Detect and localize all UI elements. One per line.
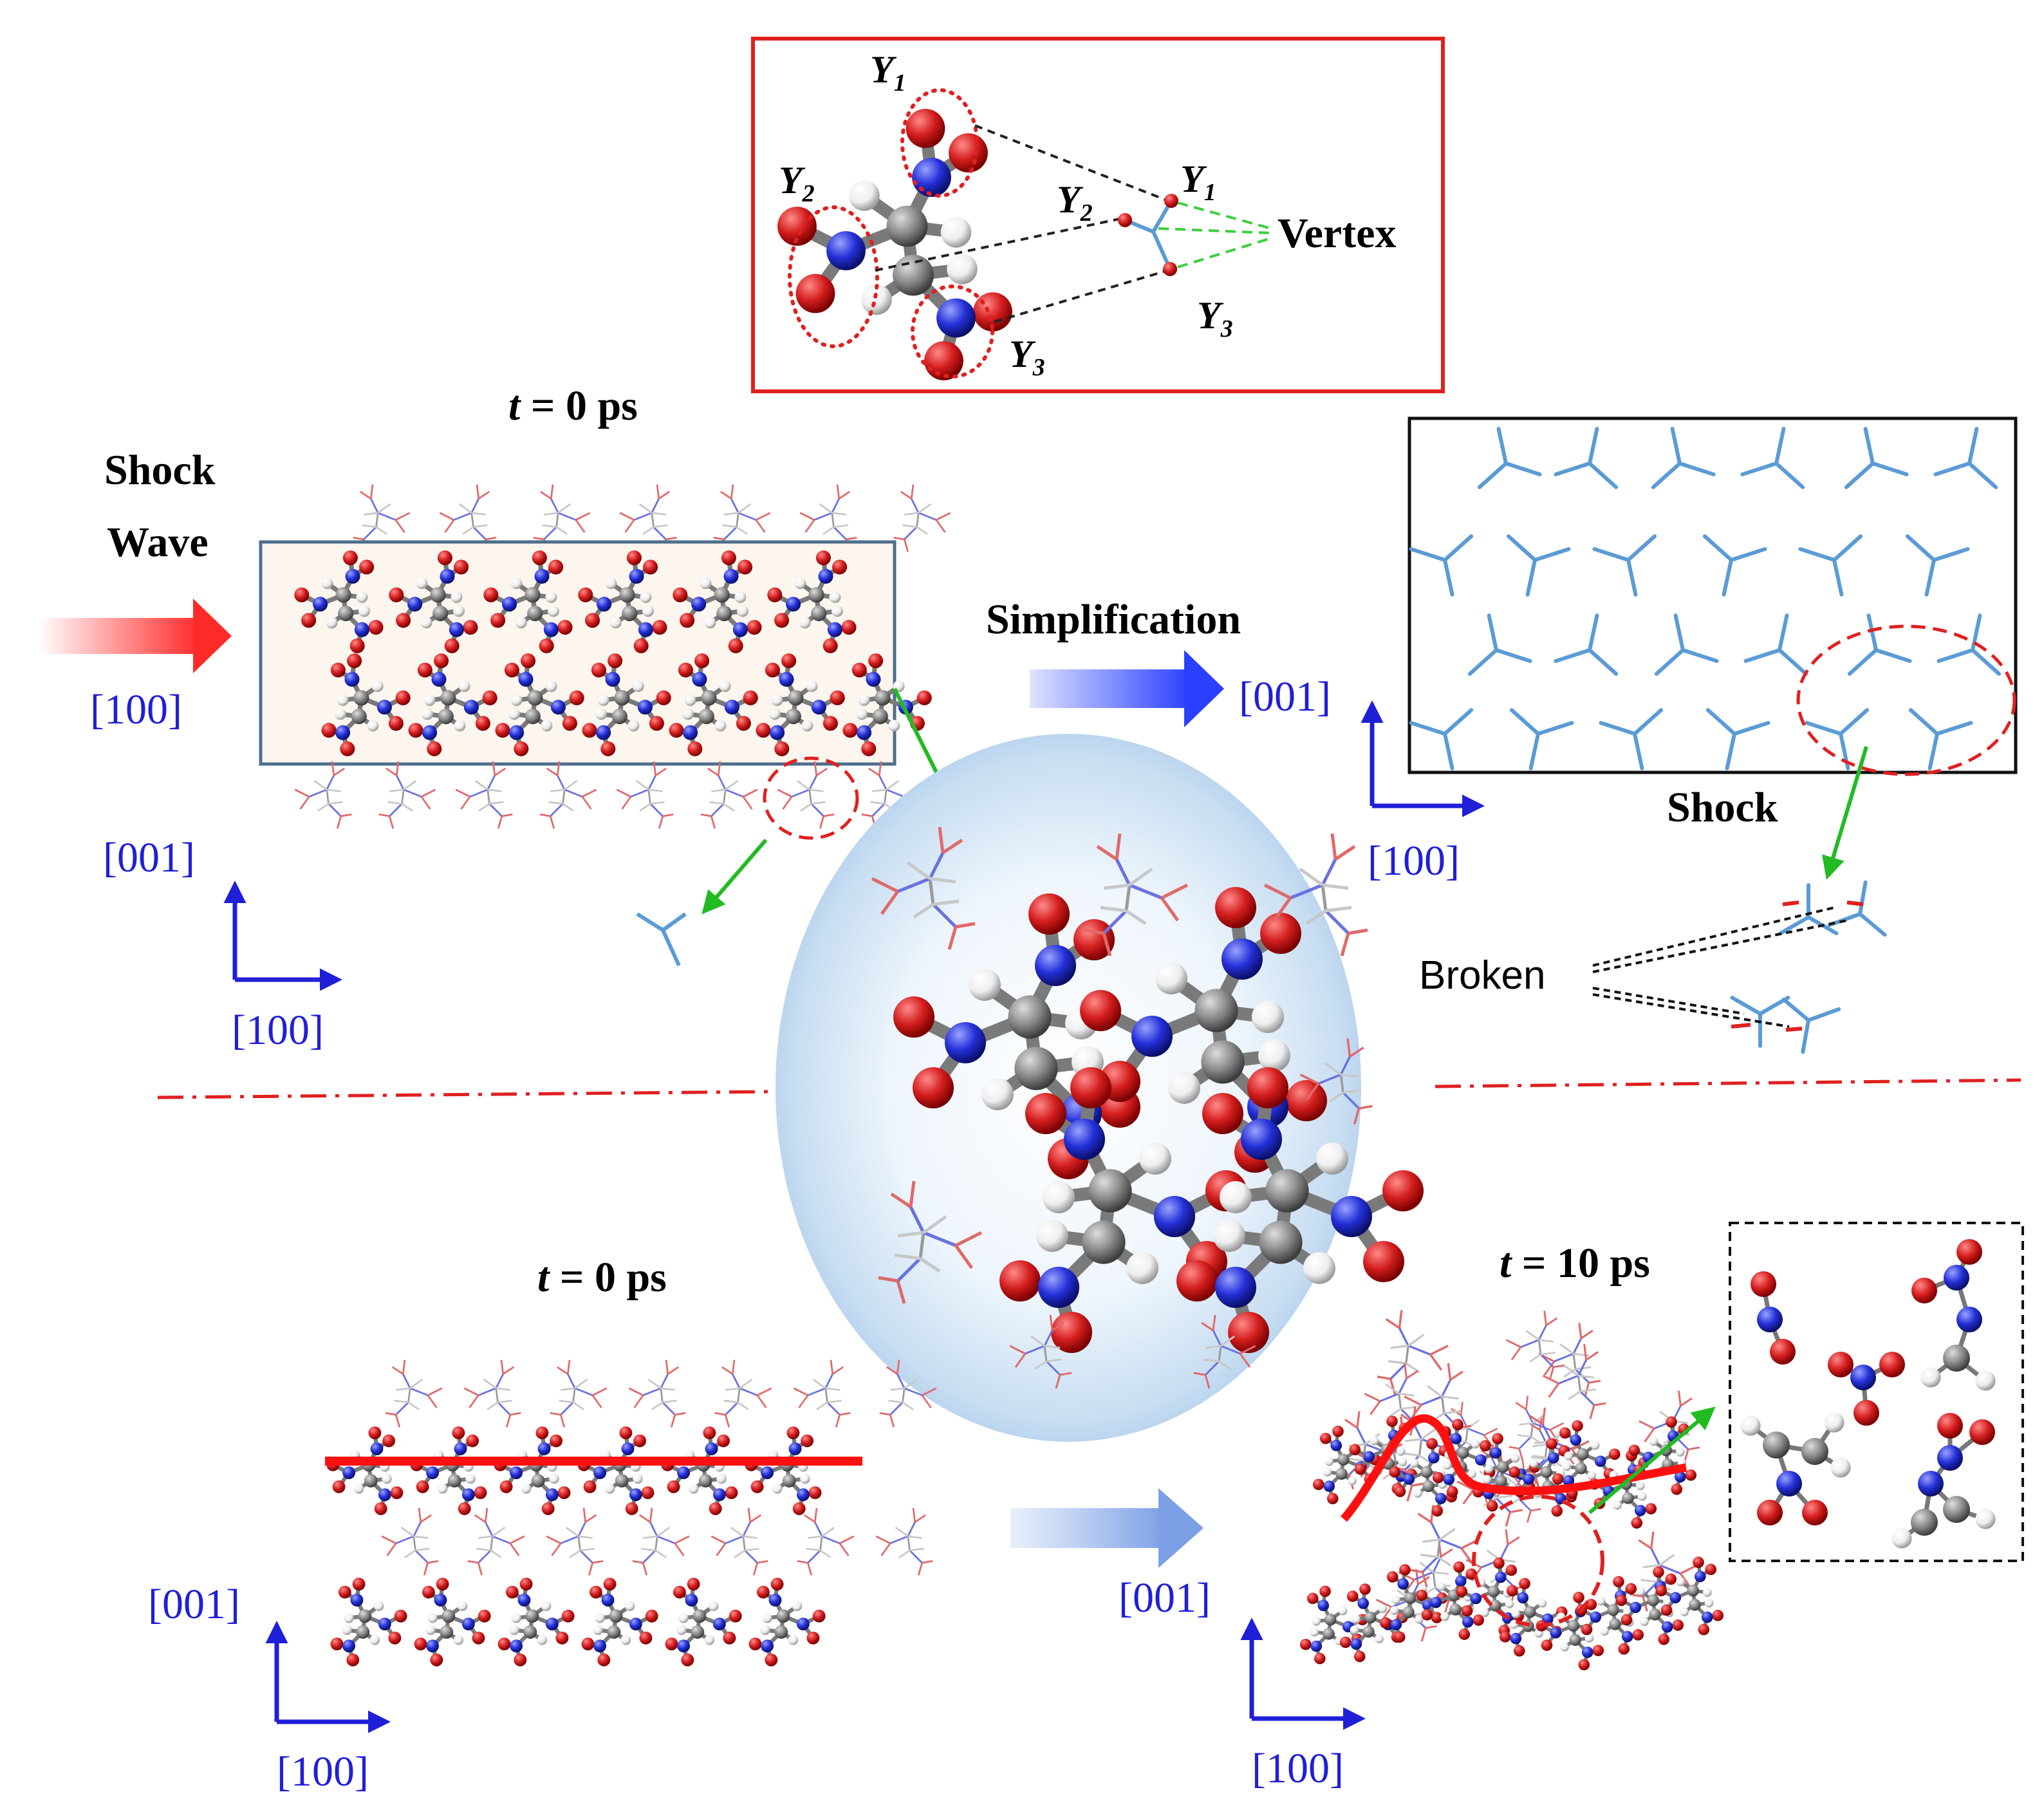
divider-right bbox=[1435, 1078, 2021, 1088]
br-shock-front-curve bbox=[1341, 1414, 1687, 1522]
simplification-label: Simplification bbox=[986, 596, 1241, 643]
tl-axes-icon bbox=[223, 881, 342, 991]
br-time-label: t = 10 ps bbox=[1500, 1240, 1650, 1287]
bl-axis-horizontal-label: [100] bbox=[277, 1748, 369, 1795]
tl-selection-circle bbox=[763, 756, 859, 840]
tr-axes-icon bbox=[1361, 700, 1485, 817]
br-axis-horizontal-label: [100] bbox=[1252, 1745, 1344, 1792]
broken-pointer-lines bbox=[1592, 906, 1848, 1028]
bl-axes-icon bbox=[265, 1621, 391, 1733]
bottom-progress-arrow-icon bbox=[1010, 1488, 1203, 1568]
tl-single-vertex-icon bbox=[636, 912, 687, 967]
y2-group-circle bbox=[788, 205, 879, 348]
tr-selection-circle bbox=[1796, 624, 2016, 776]
tr-axis-horizontal-label: [100] bbox=[1368, 837, 1460, 884]
br-axes-icon bbox=[1240, 1618, 1366, 1730]
simplified-lattice-frame bbox=[1408, 416, 2018, 774]
broken-vertex-group bbox=[1730, 880, 1887, 1054]
shock-wave-arrow-icon bbox=[39, 599, 232, 673]
tl-incoming-direction-label: [100] bbox=[90, 686, 182, 733]
inset-y1-right-label: Y1 bbox=[1180, 158, 1216, 206]
bottom-left-lattice bbox=[326, 1359, 937, 1666]
br-green-arrow bbox=[1588, 1406, 1716, 1515]
top-left-wireframe-row-bottom bbox=[294, 761, 919, 829]
shock-wave-label-line2: Wave bbox=[107, 519, 209, 566]
simplification-arrow-icon bbox=[1030, 650, 1224, 727]
divider-left bbox=[157, 1089, 837, 1099]
inset-simplified-vertex bbox=[1118, 194, 1178, 276]
bl-time-label: t = 0 ps bbox=[537, 1254, 667, 1301]
inset-group-circles bbox=[788, 88, 994, 378]
simplified-y-lattice bbox=[1409, 427, 2002, 770]
reaction-fragments bbox=[1740, 1239, 1996, 1549]
tr-shock-label: Shock bbox=[1667, 784, 1778, 831]
y1-group-circle bbox=[900, 88, 979, 198]
inset-mapping-lines bbox=[875, 124, 1169, 323]
broken-label: Broken bbox=[1419, 953, 1546, 998]
inset-y2-right-label: Y2 bbox=[1057, 178, 1093, 227]
br-axis-vertical-label: [001] bbox=[1119, 1574, 1211, 1621]
tr-axis-vertical-label: [001] bbox=[1239, 673, 1331, 720]
inset-y2-left-label: Y2 bbox=[779, 159, 815, 207]
inset-frame bbox=[751, 37, 1445, 393]
tl-time-label: t = 0 ps bbox=[508, 382, 638, 429]
bl-axis-vertical-label: [001] bbox=[148, 1581, 240, 1628]
bubble-zoomed-molecules bbox=[871, 826, 1424, 1389]
shock-region-box bbox=[259, 540, 897, 766]
inset-y3-right-label: Y3 bbox=[1197, 294, 1233, 342]
br-selection-circle bbox=[1472, 1495, 1604, 1627]
y3-group-circle bbox=[911, 285, 994, 378]
tl-axis-horizontal-label: [100] bbox=[232, 1007, 324, 1054]
inset-y3-left-label: Y3 bbox=[1009, 333, 1045, 381]
tr-green-arrow bbox=[1822, 746, 1868, 880]
inset-y1-left-label: Y1 bbox=[870, 48, 906, 97]
top-left-molecule-lattice bbox=[294, 550, 932, 756]
vertex-pointer-lines bbox=[1158, 201, 1272, 268]
tl-axis-vertical-label: [001] bbox=[103, 834, 195, 881]
vertex-label: Vertex bbox=[1278, 210, 1397, 257]
shock-wave-label-line1: Shock bbox=[104, 447, 216, 494]
